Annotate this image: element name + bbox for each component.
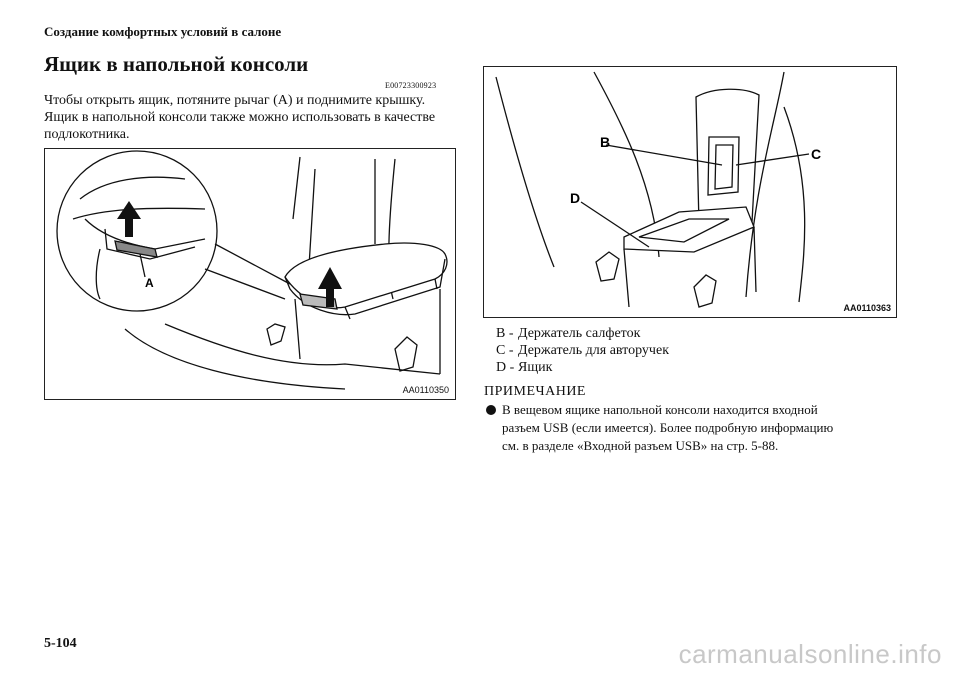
- note-item: В вещевом ящике напольной консоли находи…: [486, 401, 906, 455]
- legend: B - Держатель салфеток C - Держатель для…: [496, 325, 669, 376]
- instruction-line: подлокотника.: [44, 127, 130, 142]
- page-number: 5-104: [44, 636, 77, 651]
- lift-arrow-icon: [318, 267, 342, 307]
- legend-text: Держатель для авторучек: [518, 343, 669, 358]
- legend-row: D - Ящик: [496, 359, 669, 376]
- label-a: A: [145, 276, 154, 290]
- legend-key: B -: [496, 326, 514, 341]
- note-line: разъем USB (если имеется). Более подробн…: [502, 420, 834, 435]
- figure-lever: A AA0110350: [44, 148, 456, 400]
- lever-illustration: A: [56, 150, 448, 390]
- instruction-text: Чтобы открыть ящик, потяните рычаг (A) и…: [44, 92, 464, 143]
- note-title: ПРИМЕЧАНИЕ: [484, 384, 586, 399]
- lift-arrow-icon: [117, 201, 141, 237]
- legend-row: C - Держатель для авторучек: [496, 342, 669, 359]
- watermark: carmanualsonline.info: [678, 639, 942, 669]
- legend-text: Держатель салфеток: [518, 326, 641, 341]
- instruction-line: Чтобы открыть ящик, потяните рычаг (A) и…: [44, 93, 426, 108]
- document-code: E00723300923: [385, 81, 437, 90]
- legend-row: B - Держатель салфеток: [496, 325, 669, 342]
- bullet-icon: [486, 405, 496, 415]
- legend-text: Ящик: [518, 360, 553, 375]
- note-line: В вещевом ящике напольной консоли находи…: [486, 401, 906, 419]
- figure-code: AA0110363: [843, 303, 891, 313]
- section-header: Создание комфортных условий в салоне: [44, 24, 282, 39]
- figure-console-open: B C D AA0110363: [483, 66, 897, 318]
- figure-code: AA0110350: [402, 385, 449, 395]
- label-b: B: [600, 134, 610, 150]
- instruction-line: Ящик в напольной консоли также можно исп…: [44, 110, 436, 125]
- note-line: см. в разделе «Входной разъем USB» на ст…: [502, 438, 779, 453]
- page-title: Ящик в напольной консоли: [44, 52, 309, 76]
- label-d: D: [570, 190, 580, 206]
- legend-key: C -: [496, 343, 514, 358]
- label-c: C: [811, 146, 821, 162]
- console-illustration: B C D: [495, 71, 821, 308]
- legend-key: D -: [496, 360, 515, 375]
